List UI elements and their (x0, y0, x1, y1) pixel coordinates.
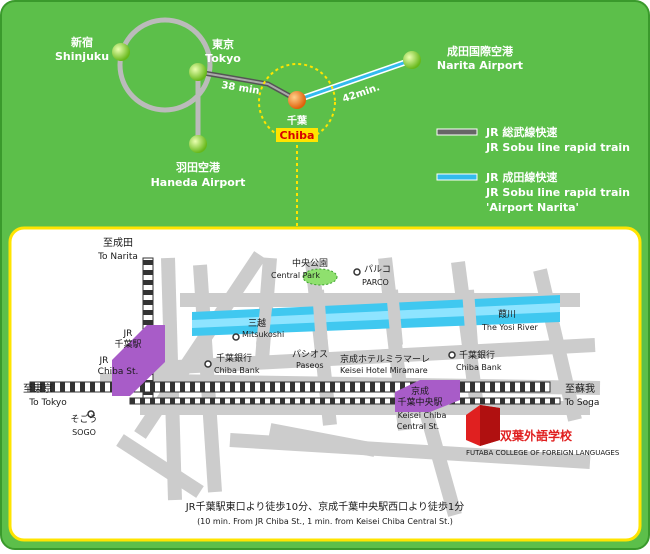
to-tokyo-en: To Tokyo (28, 398, 67, 408)
narita-label-en: Narita Airport (437, 59, 523, 72)
tokyo-station-marker (189, 63, 207, 81)
hotel-en: Keisei Hotel Miramare (340, 366, 428, 375)
legend-narita-swatch (436, 173, 478, 181)
keisei-chiba-en-2: Central St. (397, 422, 439, 431)
shinjuku-label-ja: 新宿 (71, 35, 93, 49)
access-text-ja: JR千葉駅東口より徒歩10分、京成千葉中央駅西口より徒歩1分 (185, 500, 465, 513)
jr-chiba-station-box (112, 325, 165, 396)
keisei-chiba-ja-2: 千葉中央駅 (397, 396, 442, 408)
chiba-bank-left-en: Chiba Bank (214, 366, 260, 375)
narita-line (296, 58, 413, 102)
parco-marker (353, 268, 361, 276)
parco-ja: パルコ (364, 264, 391, 275)
chiba-label-badge (276, 128, 318, 142)
shinjuku-station-marker (112, 43, 130, 61)
legend-narita-en1: JR Sobu line rapid train (485, 186, 630, 199)
shinjuku-label-en: Shinjuku (55, 50, 109, 63)
central-park-ja: 中央公園 (292, 257, 328, 269)
haneda-label-en: Haneda Airport (151, 176, 246, 189)
chiba-bank-right-en: Chiba Bank (456, 363, 502, 372)
access-text-en: (10 min. From JR Chiba St., 1 min. from … (197, 517, 453, 526)
keisei-rail (129, 397, 561, 405)
keisei-chiba-en-1: Keisei Chiba (398, 411, 447, 420)
jr-chiba-ja-2: 千葉駅 (114, 338, 141, 350)
legend-narita-en2: 'Airport Narita' (486, 201, 579, 214)
chiba-bank-right-ja: 千葉銀行 (459, 349, 495, 361)
narita-label-ja: 成田国際空港 (447, 44, 514, 58)
haneda-station-marker (189, 135, 207, 153)
legend-sobu-swatch (436, 128, 478, 136)
paseos-ja: パシオス (292, 349, 328, 360)
paseos-en: Paseos (296, 361, 324, 370)
chiba-station-marker (288, 91, 306, 109)
jr-rail-east-west (29, 381, 551, 393)
to-narita-en: To Narita (97, 252, 138, 262)
jr-chiba-en-2: Chiba St. (98, 367, 139, 377)
central-park-en: Central Park (271, 271, 320, 280)
parco-en: PARCO (362, 278, 389, 287)
tokyo-label-ja: 東京 (212, 37, 234, 51)
sogo-marker (87, 410, 95, 418)
sogo-en: SOGO (72, 428, 96, 437)
legend-narita-ja: JR 成田線快速 (485, 170, 557, 184)
yamanote-loop (117, 17, 213, 113)
chiba-bank-left-marker (204, 360, 212, 368)
tokyo-label-en: Tokyo (205, 52, 241, 65)
chiba-highlight-circle (258, 63, 336, 141)
chiba-bank-left-ja: 千葉銀行 (216, 352, 252, 364)
mitsukoshi-marker (232, 333, 240, 341)
hotel-ja: 京成ホテルミラマーレ (340, 353, 430, 365)
to-soga-ja: 至蘇我 (565, 382, 595, 395)
chiba-bank-right-marker (448, 351, 456, 359)
chiba-label-ja: 千葉 (287, 114, 308, 127)
mitsukoshi-ja: 三越 (248, 317, 266, 329)
jr-chiba-ja-1: JR (123, 329, 133, 339)
keisei-chiba-station-box (395, 380, 460, 412)
sogo-ja: そごう (70, 413, 97, 425)
to-tokyo-ja: 至東京 (23, 382, 53, 395)
jr-chiba-en-1: JR (99, 356, 109, 366)
chiba-label-en: Chiba (280, 129, 315, 142)
river-ja: 葭川 (498, 308, 516, 320)
to-narita-ja: 至成田 (103, 237, 133, 249)
keisei-chiba-ja-1: 京成 (411, 385, 429, 397)
central-park-area (302, 268, 338, 286)
school-name-ja: 双葉外語学校 (500, 428, 573, 443)
to-soga-en: To Soga (564, 398, 600, 408)
school-name-en: FUTABA COLLEGE OF FOREIGN LANGUAGES (466, 449, 620, 457)
legend-sobu-en: JR Sobu line rapid train (485, 141, 630, 154)
river-en: The Yosi River (481, 323, 539, 332)
haneda-label-ja: 羽田空港 (176, 160, 221, 174)
narita-station-marker (403, 51, 421, 69)
mitsukoshi-en: Mitsukoshi (242, 330, 284, 339)
legend-sobu-ja: JR 総武線快速 (485, 125, 557, 139)
